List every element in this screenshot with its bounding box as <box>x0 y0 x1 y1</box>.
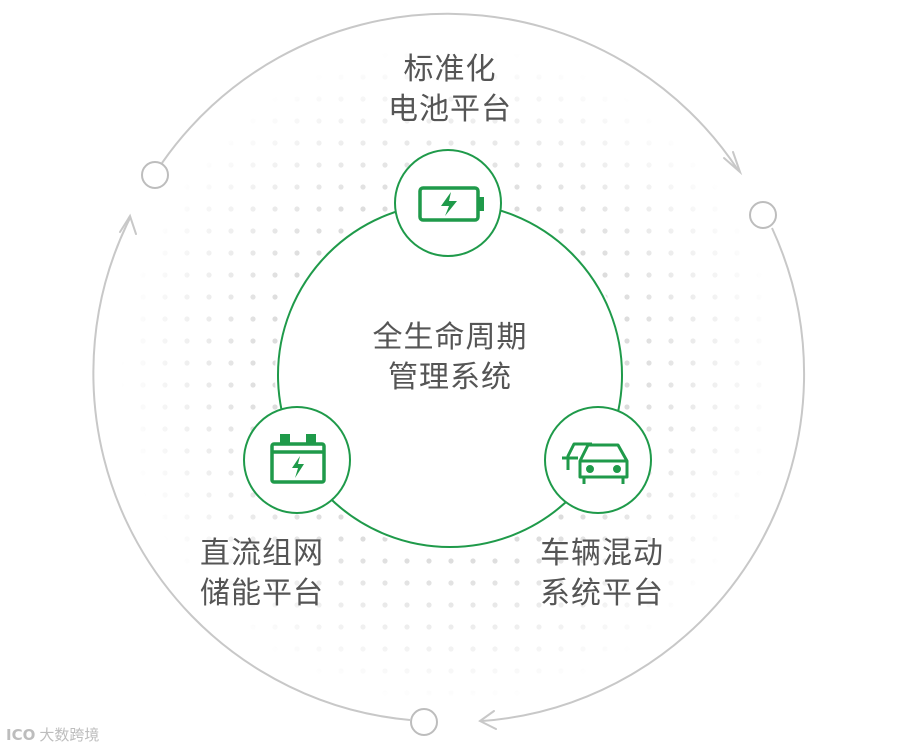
ring-marker-bottom <box>410 708 438 736</box>
arrow-head-bottom <box>478 710 497 730</box>
cars-icon <box>562 442 629 484</box>
battery-platform-label: 标准化 电池平台 <box>360 50 540 130</box>
node-storage <box>243 406 351 514</box>
arrow-head-left <box>119 213 137 235</box>
node-battery <box>394 149 502 257</box>
storage-platform-label-line2: 储能平台 <box>200 576 324 611</box>
storage-platform-label: 直流组网 储能平台 <box>200 534 370 614</box>
battery-platform-label-line1: 标准化 <box>403 52 497 87</box>
cycle-arc-left <box>92 217 411 721</box>
center-label-line2: 管理系统 <box>388 360 512 395</box>
battery-storage-icon <box>270 434 326 484</box>
cycle-ring <box>92 12 806 722</box>
battery-platform-label-line2: 电池平台 <box>388 92 512 127</box>
center-label-line1: 全生命周期 <box>372 320 528 355</box>
arrow-head-top-right <box>723 151 743 176</box>
node-vehicle <box>544 406 652 514</box>
ring-marker-left <box>141 161 169 189</box>
battery-charging-icon <box>418 186 484 222</box>
cycle-arc-top <box>161 12 739 171</box>
storage-platform-label-line1: 直流组网 <box>200 536 324 571</box>
center-label: 全生命周期 管理系统 <box>330 318 570 398</box>
ring-markers <box>141 161 777 736</box>
watermark-logo: ICO <box>6 726 36 744</box>
vehicle-platform-label-line2: 系统平台 <box>540 576 664 611</box>
vehicle-platform-label-line1: 车辆混动 <box>540 536 664 571</box>
watermark-text: 大数跨境 <box>39 726 100 744</box>
vehicle-platform-label: 车辆混动 系统平台 <box>540 534 710 614</box>
cycle-arc-right <box>481 227 806 722</box>
ring-marker-right <box>749 201 777 229</box>
cycle-arrows <box>119 151 743 730</box>
node-storage-circle <box>243 406 351 514</box>
